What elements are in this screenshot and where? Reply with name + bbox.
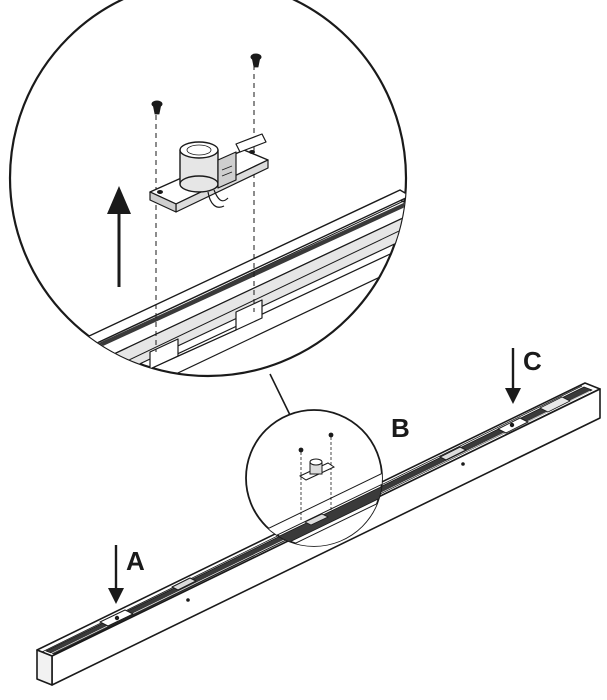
label-a: A: [126, 546, 145, 576]
screw-icon: [328, 432, 334, 438]
up-arrow-icon: [107, 186, 131, 287]
connector-bracket-icon: [298, 458, 336, 481]
magnifier-leader-line: [269, 373, 291, 416]
connector-bracket-icon: [149, 133, 269, 213]
screw-icon: [151, 100, 163, 115]
rail-connector-c: [439, 396, 571, 466]
label-b: B: [391, 413, 410, 443]
down-arrow-icon-c: [505, 348, 521, 404]
down-arrow-icon-a: [108, 545, 124, 604]
screw-icon: [250, 53, 262, 68]
rail-connector-a: [99, 577, 197, 627]
rail-end-face: [36, 649, 53, 686]
screw-icon: [298, 447, 304, 453]
detail-circle-magnified: [8, 0, 408, 378]
label-c: C: [523, 346, 542, 376]
